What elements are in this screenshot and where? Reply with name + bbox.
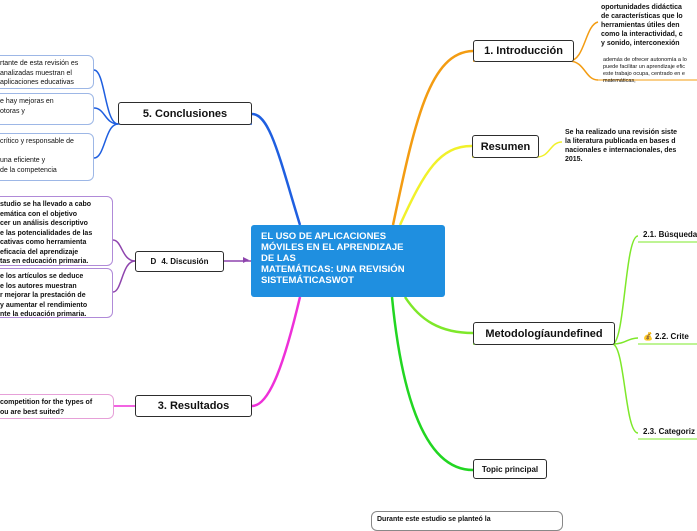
resultados-note[interactable]: competition for the types of ou are best… xyxy=(0,394,114,419)
link-conclusiones xyxy=(251,112,302,226)
link-resultados xyxy=(251,296,302,408)
discusion-note-line: eficacia del aprendizaje xyxy=(0,248,79,256)
branch-topic-principal[interactable]: Topic principal xyxy=(473,459,547,479)
branch-introduccion-label: 1. Introducción xyxy=(484,45,563,57)
conclusion-note-line xyxy=(0,147,88,157)
metodologia-sub-criterios[interactable]: 💰2.2. Crite xyxy=(641,332,691,341)
branch-conclusiones-label: 5. Conclusiones xyxy=(142,107,228,120)
metodologia-sub-label: 2.2. Crite xyxy=(654,332,689,341)
conclusion-note-line: aplicaciones educativas xyxy=(0,79,74,86)
intro-note-small-line: matemáticas, xyxy=(603,78,636,84)
branch-resumen[interactable]: Resumen xyxy=(472,135,539,158)
branch-discusion-label: 4. Discusión xyxy=(161,257,209,266)
branch-resultados[interactable]: 3. Resultados xyxy=(135,395,252,417)
branch-resultados-label: 3. Resultados xyxy=(157,400,230,412)
conclusion-note-line: una eficiente y xyxy=(0,157,46,164)
conclusion-note-line: rtante de esta revisión es xyxy=(0,60,79,67)
intro-note-small-line: puede facilitar un aprendizaje efic xyxy=(603,64,685,70)
link-intro xyxy=(391,49,474,226)
discusion-icon: D xyxy=(150,257,157,266)
branch-discusion[interactable]: D 4. Discusión xyxy=(135,251,224,272)
discusion-note-line: nte la educación primaria. xyxy=(0,311,87,318)
link-conclusiones-n3 xyxy=(93,123,119,159)
metodologia-sub-busqueda[interactable]: 2.1. Búsqueda xyxy=(641,230,697,239)
link-resumen xyxy=(398,144,473,226)
discusion-note-line: e los autores muestran xyxy=(0,282,77,290)
intro-note-small[interactable]: además de ofrecer autonomía a lo puede f… xyxy=(603,57,697,87)
link-conclusiones-n1 xyxy=(93,69,119,125)
intro-note-small-line: este trabajo ocupa, centrado en e xyxy=(603,71,685,77)
central-topic-line: DE LAS xyxy=(261,253,296,264)
discusion-note-line: cer un análisis descriptivo xyxy=(0,220,88,227)
branch-metodologia[interactable]: Metodologíaundefined xyxy=(473,322,615,345)
metodologia-sub-label: 2.3. Categoriz xyxy=(643,427,696,436)
discusion-note-line: y aumentar el rendimiento xyxy=(0,301,88,309)
intro-note-line: oportunidades didáctica xyxy=(601,4,682,11)
central-topic-line: MATEMÁTICAS: UNA REVISIÓN xyxy=(261,264,405,275)
central-topic-line: MÓVILES EN EL APRENDIZAJE xyxy=(261,242,404,253)
link-metodologia-s3 xyxy=(612,343,639,434)
discusion-note-1[interactable]: studio se ha llevado a cabo emática con … xyxy=(0,196,113,266)
branch-introduccion[interactable]: 1. Introducción xyxy=(473,40,574,62)
central-topic-line: SISTEMÁTICASWOT xyxy=(261,275,354,286)
central-topic[interactable]: EL USO DE APLICACIONES MÓVILES EN EL APR… xyxy=(251,225,445,297)
link-topic xyxy=(390,296,474,472)
resumen-note-line: Se ha realizado una revisión siste xyxy=(565,129,678,136)
conclusion-note-line: e hay mejoras en xyxy=(0,98,54,105)
intro-note-line: herramientas útiles den xyxy=(601,22,680,29)
intro-note-small-line: además de ofrecer autonomía a lo xyxy=(603,57,687,63)
link-metodologia xyxy=(403,296,474,335)
conclusion-note-1[interactable]: rtante de esta revisión es analizadas mu… xyxy=(0,55,94,89)
link-discusion-n2 xyxy=(112,260,136,293)
metodologia-sub-label: 2.1. Búsqueda xyxy=(643,230,697,239)
resultados-note-line: ou are best suited? xyxy=(0,408,65,416)
discusion-note-line: cativas como herramienta xyxy=(0,239,87,246)
resumen-note-line: nacionales e internacionales, des xyxy=(565,147,677,154)
branch-topic-label: Topic principal xyxy=(481,464,539,474)
discusion-note-line: r mejorar la prestación de xyxy=(0,292,86,299)
discusion-note-line: e las potencialidades de las xyxy=(0,229,93,237)
link-discusion-n1 xyxy=(112,239,136,262)
discusion-note-line: tas en educación primaria. xyxy=(0,258,89,265)
discusion-note-line: emática con el objetivo xyxy=(0,210,78,218)
discusion-note-line: e los artículos se deduce xyxy=(0,273,84,280)
resultados-note-line: competition for the types of xyxy=(0,399,93,406)
link-resumen-note xyxy=(536,141,563,158)
branch-conclusiones[interactable]: 5. Conclusiones xyxy=(118,102,252,125)
connector-lines xyxy=(93,21,697,472)
resumen-note-line: 2015. xyxy=(565,156,583,163)
intro-note-line: como la interactividad, c xyxy=(601,31,683,38)
conclusion-note-line: analizadas muestran el xyxy=(0,69,72,77)
intro-note-line: y sonido, interconexión xyxy=(601,40,680,47)
conclusion-note-3[interactable]: crítico y responsable de una eficiente y… xyxy=(0,133,94,181)
conclusion-note-2[interactable]: e hay mejoras en otoras y xyxy=(0,93,94,125)
bottom-note[interactable]: Durante este estudio se planteó la xyxy=(371,511,563,531)
discusion-note-2[interactable]: e los artículos se deduce e los autores … xyxy=(0,268,113,318)
central-topic-line: EL USO DE APLICACIONES xyxy=(261,231,387,242)
link-metodologia-s2 xyxy=(612,337,639,345)
intro-note-line: de características que lo xyxy=(601,13,683,20)
conclusion-note-line: crítico y responsable de xyxy=(0,138,74,145)
link-metodologia-s1 xyxy=(612,235,639,345)
metodologia-sub-categorizacion[interactable]: 2.3. Categoriz xyxy=(641,427,697,436)
money-bag-icon: 💰 xyxy=(643,332,653,341)
branch-resumen-label: Resumen xyxy=(480,140,531,153)
link-conclusiones-n2 xyxy=(93,107,119,125)
conclusion-note-line: de la competencia xyxy=(0,166,57,174)
branch-metodologia-label: Metodologíaundefined xyxy=(485,327,603,340)
resumen-note[interactable]: Se ha realizado una revisión siste la li… xyxy=(565,128,697,166)
discusion-note-line: studio se ha llevado a cabo xyxy=(0,201,92,208)
discusion-arrow-icon xyxy=(243,257,249,263)
conclusion-note-line: otoras y xyxy=(0,107,25,115)
resumen-note-line: la literatura publicada en bases d xyxy=(565,138,676,145)
link-intro-notes2 xyxy=(568,60,599,81)
intro-note-bold[interactable]: oportunidades didáctica de característic… xyxy=(601,0,697,51)
